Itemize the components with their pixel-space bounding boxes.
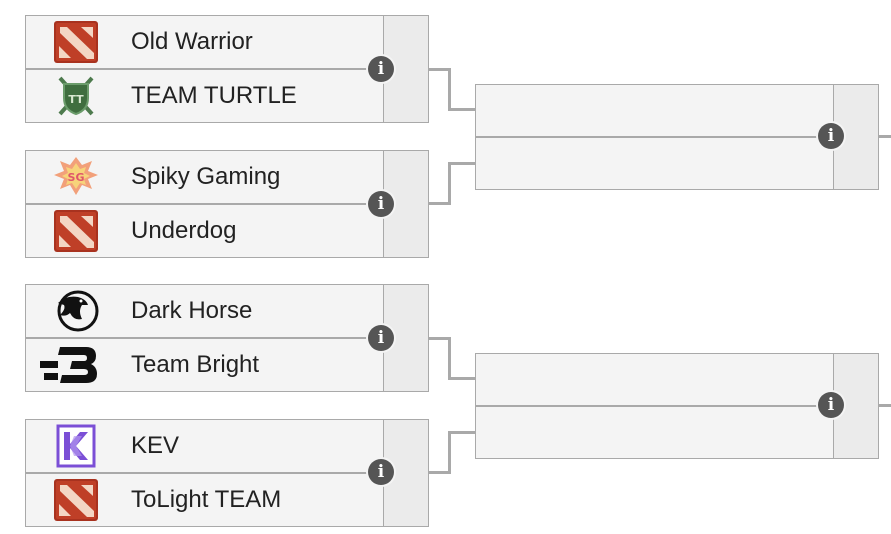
match-r1-4: KEV ToLight TEAM	[25, 419, 429, 527]
match-info-icon[interactable]: i	[368, 459, 394, 485]
connector-m3-h	[428, 337, 450, 340]
team-name: Old Warrior	[131, 28, 253, 55]
team-name: KEV	[131, 432, 180, 459]
dota-logo	[51, 20, 101, 64]
team-slot-empty[interactable]	[476, 138, 833, 189]
connector-m1-v	[448, 68, 451, 110]
match-info-icon[interactable]: i	[368, 56, 394, 82]
match-r2-1	[475, 84, 879, 190]
match-divider	[26, 337, 383, 339]
team-name: Team Bright	[131, 351, 260, 378]
match-divider	[26, 472, 383, 474]
team-name: TEAM TURTLE	[131, 82, 297, 109]
connector-m1-h	[428, 68, 450, 71]
connector-m2-v	[448, 162, 451, 205]
match-info-icon[interactable]: i	[368, 325, 394, 351]
team-row[interactable]: Underdog	[26, 205, 383, 257]
dota-logo	[51, 478, 101, 522]
connector-m3-v	[448, 337, 451, 379]
team-name: ToLight TEAM	[131, 486, 282, 513]
match-r1-2: Spiky Gaming Underdog	[25, 150, 429, 258]
connector-m4-v	[448, 431, 451, 474]
team-slot-empty[interactable]	[476, 407, 833, 458]
horse-logo	[51, 289, 101, 333]
match-divider	[476, 136, 833, 138]
team-row[interactable]: KEV	[26, 420, 383, 472]
match-divider	[26, 203, 383, 205]
team-name: Underdog	[131, 217, 237, 244]
team-row[interactable]: Team Bright	[26, 339, 383, 391]
connector-r2-m2-out	[878, 404, 891, 407]
connector-m2-h	[428, 202, 450, 205]
match-info-icon[interactable]: i	[818, 123, 844, 149]
connector-m2-in	[448, 162, 475, 165]
team-slot-empty[interactable]	[476, 85, 833, 136]
connector-m1-in	[448, 108, 475, 111]
connector-m3-in	[448, 377, 475, 380]
team-row[interactable]: ToLight TEAM	[26, 474, 383, 526]
match-r1-3: Dark Horse Team Bright	[25, 284, 429, 392]
dota-logo	[51, 209, 101, 253]
team-name: Dark Horse	[131, 297, 253, 324]
connector-m4-in	[448, 431, 475, 434]
team-row[interactable]: Dark Horse	[26, 285, 383, 337]
match-info-icon[interactable]: i	[818, 392, 844, 418]
team-name: Spiky Gaming	[131, 163, 281, 190]
spiky-logo	[51, 155, 101, 199]
match-info-icon[interactable]: i	[368, 191, 394, 217]
match-r2-2	[475, 353, 879, 459]
team-row[interactable]: TEAM TURTLE	[26, 70, 383, 122]
team-slot-empty[interactable]	[476, 354, 833, 405]
connector-m4-h	[428, 471, 450, 474]
match-divider	[26, 68, 383, 70]
team-row[interactable]: Old Warrior	[26, 16, 383, 68]
match-divider	[476, 405, 833, 407]
kev-logo	[51, 424, 101, 468]
turtle-crest-logo	[51, 74, 101, 118]
bright-b-logo	[40, 343, 100, 387]
team-row[interactable]: Spiky Gaming	[26, 151, 383, 203]
connector-r2-m1-out	[878, 135, 891, 138]
